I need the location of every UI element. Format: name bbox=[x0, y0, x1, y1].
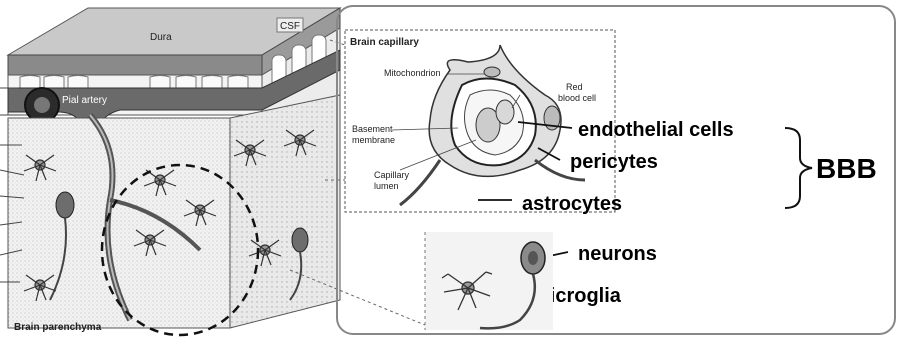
mitochondrion-label: Mitochondrion bbox=[384, 68, 441, 78]
bbb-label: BBB bbox=[816, 153, 877, 184]
bbb-brace bbox=[785, 128, 812, 208]
pial-artery-label: Pial artery bbox=[62, 95, 107, 106]
red-blood-cell-label-1: Red bbox=[566, 82, 583, 92]
capillary-lumen-label-1: Capillary bbox=[374, 170, 410, 180]
dura-label: Dura bbox=[150, 32, 172, 43]
red-blood-cell-label-2: blood cell bbox=[558, 93, 596, 103]
neuron-microglia-inset bbox=[425, 232, 553, 330]
capillary-lumen-label-2: lumen bbox=[374, 181, 399, 191]
brain-parenchyma-label: Brain parenchyma bbox=[14, 322, 102, 333]
endothelial-cells-label: endothelial cells bbox=[578, 119, 734, 141]
dura-front-band bbox=[8, 55, 262, 75]
basement-membrane-label-2: membrane bbox=[352, 135, 395, 145]
basement-membrane-label-1: Basement bbox=[352, 124, 393, 134]
inset-title: Brain capillary bbox=[350, 37, 419, 48]
astrocytes-label: astrocytes bbox=[522, 193, 622, 215]
neurons-label: neurons bbox=[578, 243, 657, 265]
pericytes-label: pericytes bbox=[570, 151, 658, 173]
csf-label: CSF bbox=[280, 21, 300, 32]
